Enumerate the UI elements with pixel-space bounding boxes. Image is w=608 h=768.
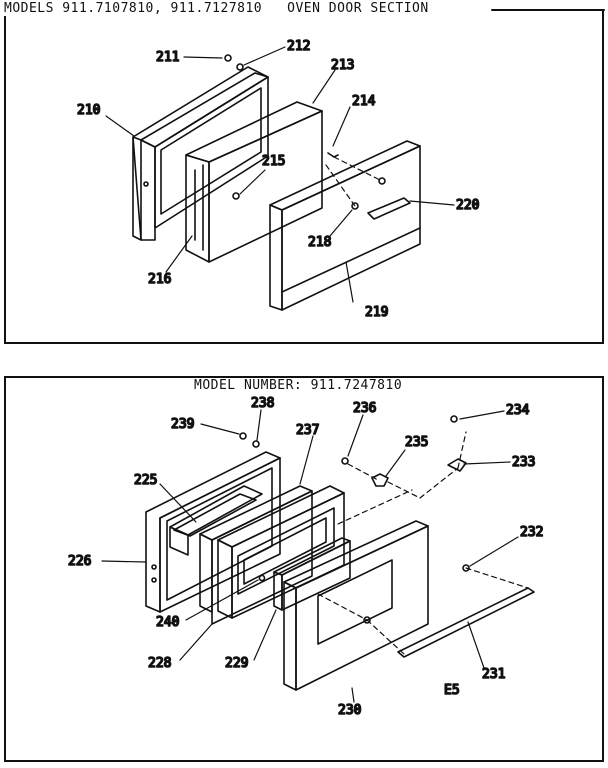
section-title: OVEN DOOR SECTION [287,1,429,16]
label-218: 218 [308,235,331,250]
screw-239 [239,432,247,440]
label-225: 225 [134,473,157,488]
part-229-glass [273,537,351,611]
label-215: 215 [262,154,285,169]
part-230-outer-door [283,520,429,691]
part-228-inner-panel [199,485,313,625]
label-233: 233 [512,455,535,470]
part-210-door-liner [132,66,269,241]
label-214: 214 [352,94,376,109]
top-section-header: MODELS 911.7107810, 911.7127810 OVEN DOO… [4,1,433,16]
label-219: 219 [365,305,388,320]
screw-240 [258,574,266,582]
leader-lines-top [105,46,455,303]
label-213: 213 [331,58,354,73]
model-number-title: MODEL NUMBER: 911.7247810 [194,378,403,393]
label-234: 234 [506,403,530,418]
screw-211 [224,54,232,62]
bottom-diagram-panel [4,376,604,762]
label-232: 232 [520,525,543,540]
label-220: 220 [456,198,479,213]
assembly-guide-lines-bottom [317,431,529,655]
footer-code: E5 [444,683,460,698]
label-239: 239 [171,417,194,432]
label-216: 216 [148,272,171,287]
part-225-window [169,485,263,556]
handle-220 [367,197,411,220]
label-228: 228 [148,656,171,671]
leader-lines-bottom [101,409,519,703]
top-diagram-panel [4,10,604,344]
bracket-235 [371,473,389,487]
screw-238 [252,440,260,448]
label-240: 240 [156,615,179,630]
label-210: 210 [77,103,100,118]
label-237: 237 [296,423,319,438]
models-title: MODELS 911.7107810, 911.7127810 [4,1,263,16]
screw-236 [341,457,349,465]
label-231: 231 [482,667,505,682]
part-219-outer-door [269,140,421,311]
label-212: 212 [287,39,310,54]
clip-214 [327,152,339,158]
part-226-door-liner [145,451,281,613]
label-238: 238 [251,396,274,411]
label-229: 229 [225,656,248,671]
part-213-inner-panel [185,101,323,263]
label-236: 236 [353,401,376,416]
label-230: 230 [338,703,361,718]
screw-232 [462,564,470,572]
screw-234 [450,415,458,423]
screw-212 [236,63,244,71]
label-226: 226 [68,554,91,569]
label-211: 211 [156,50,179,65]
handle-231 [397,587,535,658]
label-235: 235 [405,435,428,450]
assembly-guide-lines-top [325,156,383,207]
